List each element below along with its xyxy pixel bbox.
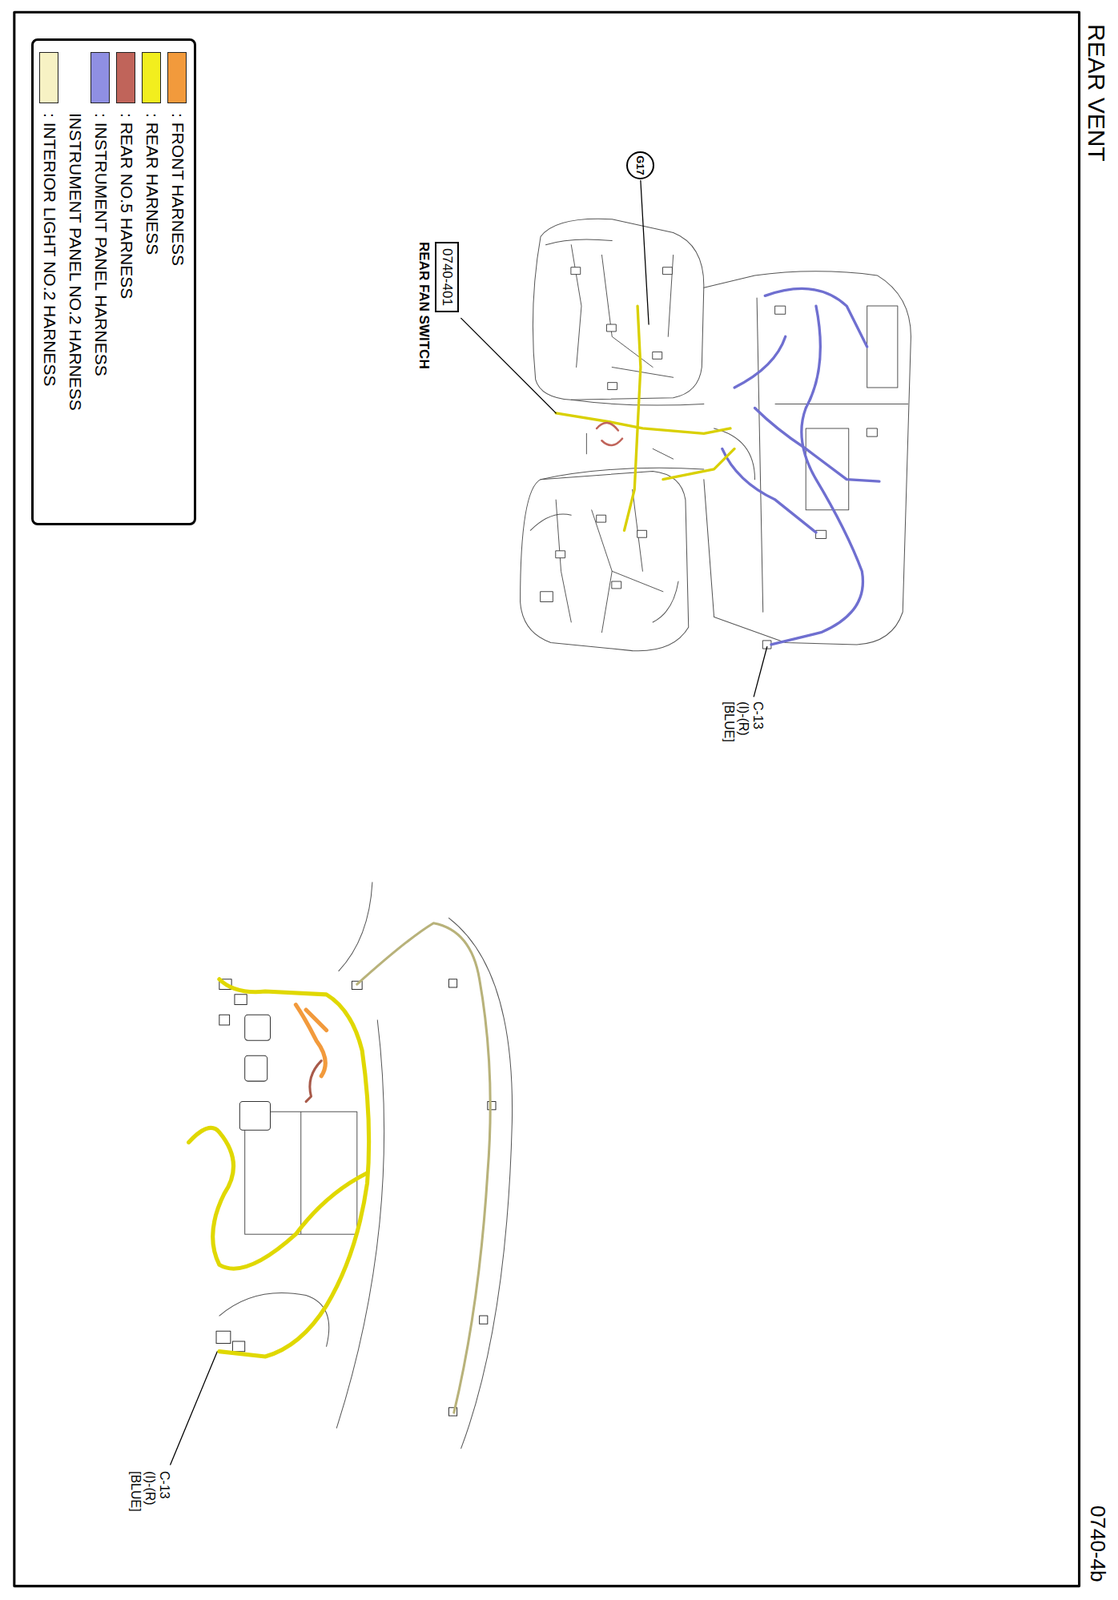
legend-row: : FRONT HARNESS (164, 45, 191, 519)
legend-row: : REAR NO.5 HARNESS (113, 45, 140, 519)
label-group: C-13(I)-(R)[BLUE] (128, 1471, 172, 1513)
label-group: 0740-4b (1085, 1505, 1110, 1582)
legend-text: : REAR NO.5 HARNESS (117, 112, 137, 299)
label-group: C-13(I)-(R)[BLUE] (721, 701, 765, 743)
rear-no5-harness (596, 422, 623, 446)
legend-row: : INTERIOR LIGHT NO.2 HARNESS (36, 45, 63, 519)
part-number-box: 0740-401REAR FAN SWITCH (434, 241, 459, 313)
connector-symbols (540, 267, 877, 649)
legend-swatch (116, 52, 136, 104)
ground-circle: G17 (626, 151, 655, 180)
legend-swatch (167, 52, 187, 104)
part-number: 0740-401 (438, 248, 455, 306)
legend-text: : INTERIOR LIGHT NO.2 HARNESS (40, 112, 60, 387)
connector-label: [BLUE] (128, 1471, 143, 1513)
legend-text: : INSTRUMENT PANEL HARNESS (92, 112, 111, 377)
rear-no5-harness (305, 1061, 322, 1102)
legend-row: INSTRUMENT PANEL NO.2 HARNESS (62, 45, 89, 519)
ground-label: G17 (634, 155, 647, 176)
rear-harness (189, 979, 370, 1357)
instrument-panel-outline (520, 218, 912, 651)
instrument-panel-harness (722, 288, 880, 645)
legend-swatch (39, 52, 59, 104)
legend-text: : FRONT HARNESS (168, 112, 188, 266)
page-frame (14, 12, 1080, 1586)
connector-label: [BLUE] (721, 701, 736, 743)
interior-light-harness (357, 923, 491, 1413)
cabin-outline (219, 882, 513, 1449)
pad-symbols (216, 979, 496, 1416)
legend-text: INSTRUMENT PANEL NO.2 HARNESS (66, 112, 85, 411)
legend-box: : FRONT HARNESS : REAR HARNESS : REAR NO.5… (31, 38, 197, 526)
legend-text: : REAR HARNESS (143, 112, 162, 255)
page-title: REAR VENT (1082, 24, 1110, 162)
lobe-wires (555, 245, 673, 633)
leader-lines (170, 180, 768, 1465)
rear-harness (555, 305, 735, 531)
connector-label: (I)-(R) (735, 701, 751, 743)
connector-label: C-13 (750, 701, 765, 743)
page-number: 0740-4b (1085, 1505, 1110, 1582)
part-name: REAR FAN SWITCH (414, 241, 431, 370)
legend-row: : REAR HARNESS (139, 45, 165, 519)
legend-swatch (141, 52, 161, 104)
legend-row: : INSTRUMENT PANEL HARNESS (88, 45, 114, 519)
connector-label: C-13 (156, 1471, 172, 1513)
front-harness (295, 1005, 326, 1077)
connector-label: (I)-(R) (142, 1471, 157, 1513)
title-block: REAR VENT (1082, 24, 1110, 162)
legend-swatch (90, 52, 110, 104)
